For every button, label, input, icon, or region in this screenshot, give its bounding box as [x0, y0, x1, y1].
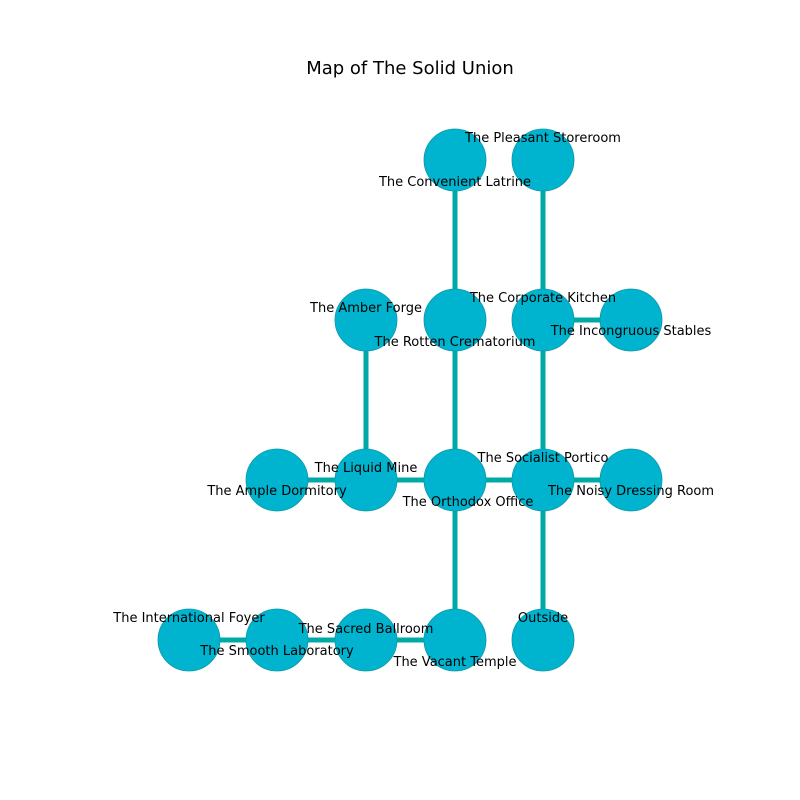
room-label-incongruous-stables: The Incongruous Stables [550, 324, 712, 339]
room-node-ample-dormitory[interactable] [245, 448, 309, 512]
room-node-socialist-portico[interactable] [511, 448, 575, 512]
room-label-ample-dormitory: The Ample Dormitory [206, 484, 347, 499]
room-node-corporate-kitchen[interactable] [511, 288, 575, 352]
connections-layer [189, 160, 631, 643]
room-label-noisy-dressing-room: The Noisy Dressing Room [547, 484, 714, 499]
room-node-incongruous-stables[interactable] [599, 288, 663, 352]
room-node-smooth-laboratory[interactable] [245, 608, 309, 672]
room-label-amber-forge: The Amber Forge [309, 301, 422, 316]
room-label-sacred-ballroom: The Sacred Ballroom [298, 622, 434, 637]
room-node-sacred-ballroom[interactable] [334, 608, 398, 672]
room-label-socialist-portico: The Socialist Portico [477, 451, 609, 466]
room-label-corporate-kitchen: The Corporate Kitchen [469, 291, 616, 306]
room-node-noisy-dressing-room[interactable] [599, 448, 663, 512]
room-label-vacant-temple: The Vacant Temple [393, 655, 517, 670]
room-label-orthodox-office: The Orthodox Office [402, 495, 534, 510]
room-label-rotten-crematorium: The Rotten Crematorium [374, 335, 536, 350]
room-label-pleasant-storeroom: The Pleasant Storeroom [464, 131, 621, 146]
room-labels-layer: The Convenient Latrine The Pleasant Store… [112, 131, 714, 670]
rooms-layer [157, 128, 663, 672]
room-node-rotten-crematorium[interactable] [423, 288, 487, 352]
room-node-pleasant-storeroom[interactable] [511, 128, 575, 192]
room-node-orthodox-office[interactable] [423, 448, 487, 512]
room-label-liquid-mine: The Liquid Mine [314, 461, 418, 476]
room-node-convenient-latrine[interactable] [423, 128, 487, 192]
room-node-liquid-mine[interactable] [334, 448, 398, 512]
room-label-convenient-latrine: The Convenient Latrine [378, 175, 531, 190]
room-node-outside[interactable] [511, 608, 575, 672]
room-node-vacant-temple[interactable] [423, 608, 487, 672]
map-title: Map of The Solid Union [306, 58, 514, 79]
room-label-smooth-laboratory: The Smooth Laboratory [199, 644, 354, 659]
room-label-international-foyer: The International Foyer [112, 611, 265, 626]
room-label-outside: Outside [518, 611, 568, 626]
room-node-international-foyer[interactable] [157, 608, 221, 672]
room-node-amber-forge[interactable] [334, 288, 398, 352]
